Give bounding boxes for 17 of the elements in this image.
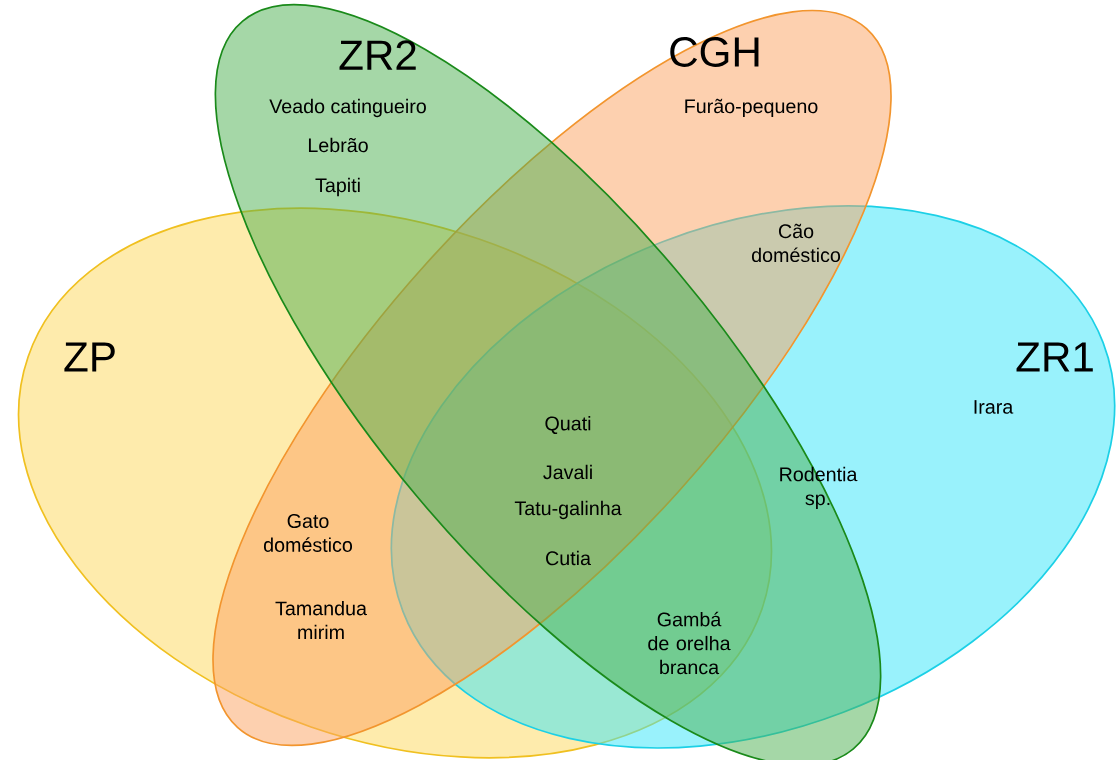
species-label: Lebrão — [308, 137, 368, 153]
species-label: Tatu-galinha — [514, 500, 622, 520]
species-label: Quati — [545, 416, 591, 434]
species-label: Tamandua mirim — [275, 600, 367, 640]
species-label: Javali — [543, 464, 592, 480]
set-label: ZP — [64, 342, 115, 372]
set-label: CGH — [670, 37, 759, 67]
species-label: Veado catingueiro — [269, 98, 426, 118]
species-label: Cutia — [546, 550, 591, 566]
species-label: Furão-pequeno — [685, 98, 818, 118]
species-label: Irara — [974, 400, 1014, 414]
set-label: ZR1 — [1016, 342, 1093, 372]
set-label: ZR2 — [339, 40, 416, 70]
species-label: Cão doméstico — [752, 223, 841, 263]
species-label: Gato doméstico — [263, 514, 352, 552]
species-label: Gambá de orelha branca — [648, 611, 731, 675]
species-label: Tapiti — [315, 177, 360, 197]
